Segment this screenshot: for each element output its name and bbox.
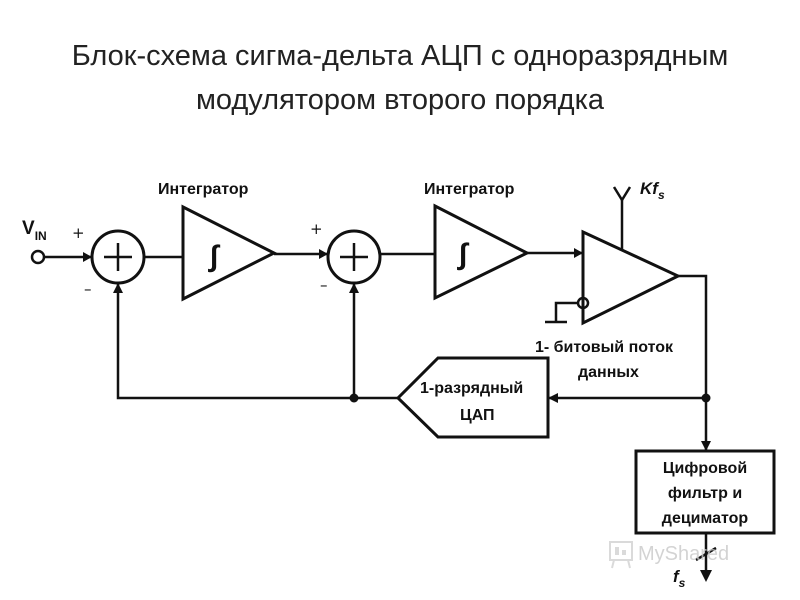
- slide-title: Блок-схема сигма-дельта АЦП с одноразряд…: [20, 34, 780, 122]
- sum2-plus-sign: +: [310, 220, 323, 238]
- clock-label: Kfs: [640, 179, 665, 202]
- integrator-2: [433, 203, 531, 301]
- integrator-1-label: Интегратор: [158, 181, 249, 198]
- arrow-sum1-feedback: [113, 283, 123, 293]
- integrator-1: [181, 204, 278, 302]
- comparator: [581, 229, 682, 326]
- watermark-logo-icon: [609, 541, 633, 569]
- integral-symbol-1: ∫: [208, 240, 221, 273]
- title-line-2: модулятором второго порядка: [195, 84, 605, 116]
- integral-symbol-2: ∫: [457, 238, 470, 271]
- sum1-plus-sign: +: [72, 224, 85, 242]
- arrow-dac-in: [548, 393, 558, 403]
- filter-label-line-1: Цифровой: [663, 460, 747, 477]
- digital-filter-block: [634, 449, 776, 535]
- dac-block: [395, 356, 550, 439]
- arrow-filter-in: [701, 441, 711, 451]
- filter-label-line-3: дециматор: [662, 510, 749, 527]
- output-bus-slash: [695, 546, 717, 562]
- dac-label-line-1: 1-разрядный: [420, 380, 523, 397]
- arrow-sum1-in: [83, 252, 92, 262]
- sum1-minus-sign: –: [84, 280, 92, 298]
- dac-label-line-2: ЦАП: [460, 407, 495, 424]
- clock-antenna: [612, 186, 632, 203]
- ground-wire: [554, 301, 578, 322]
- filter-label-line-2: фильтр и: [668, 485, 742, 502]
- bitstream-label-line-1: 1- битовый поток: [535, 339, 674, 356]
- arrow-sum2-in: [319, 249, 328, 259]
- input-label: VIN: [22, 218, 47, 243]
- junction-dot-feedback: [349, 393, 359, 403]
- arrow-output: [700, 570, 712, 582]
- bitstream-label-line-2: данных: [578, 364, 639, 381]
- summing-junction-1: [90, 229, 146, 285]
- wire-comparator-to-filter: [678, 274, 708, 451]
- arrow-comparator-in: [574, 248, 583, 258]
- watermark-text: MyShared: [638, 543, 729, 565]
- integrator-2-label: Интегратор: [424, 181, 515, 198]
- sum2-minus-sign: –: [320, 276, 328, 294]
- output-label: fs: [673, 567, 686, 590]
- summing-junction-2: [326, 229, 382, 285]
- arrow-sum2-feedback: [349, 283, 359, 293]
- wire-feedback-sum1: [116, 283, 398, 400]
- title-line-1: Блок-схема сигма-дельта АЦП с одноразряд…: [71, 40, 729, 72]
- input-terminal: [30, 249, 46, 265]
